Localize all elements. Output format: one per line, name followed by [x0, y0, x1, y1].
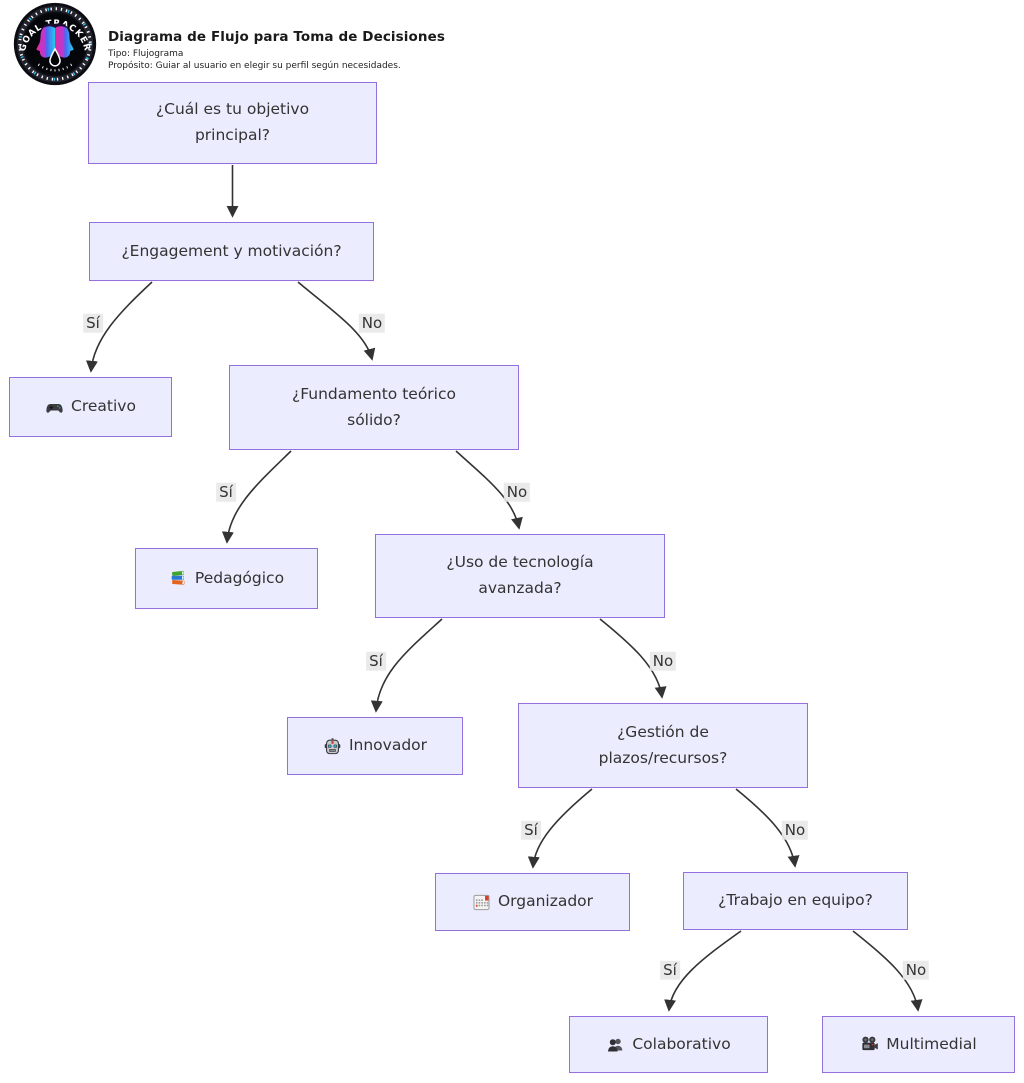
edge-label-no: No: [902, 960, 930, 980]
edge-q6-multimedial: [852, 930, 923, 1012]
edge-q3-pedagogico: [221, 450, 292, 544]
edge-label-si: Sí: [216, 482, 236, 502]
edge-label-no: No: [781, 820, 809, 840]
node-result-organizador: Organizador: [435, 873, 630, 931]
node-label: Pedagógico: [194, 568, 285, 587]
node-label: Organizador: [497, 892, 594, 911]
edge-q5-q6: [735, 788, 800, 868]
node-question-engagement: ¿Engagement y motivación?: [89, 222, 374, 281]
diagram-title: Diagrama de Flujo para Toma de Decisione…: [108, 29, 445, 45]
diagram-header: Diagrama de Flujo para Toma de Decisione…: [108, 29, 445, 71]
edge-label-si: Sí: [660, 960, 680, 980]
node-question-fundamento: ¿Fundamento teórico sólido?: [229, 365, 519, 450]
edge-q2-q3: [297, 281, 376, 361]
node-result-multimedial: Multimedial: [822, 1016, 1015, 1073]
node-label: ¿Uso de tecnología avanzada?: [446, 553, 594, 597]
node-label: Colaborativo: [632, 1034, 731, 1053]
node-result-colaborativo: Colaborativo: [569, 1016, 768, 1073]
node-label: ¿Gestión de plazos/recursos?: [598, 722, 728, 767]
edge-q6-colaborativo: [664, 930, 742, 1012]
edge-label-si: Sí: [521, 820, 541, 840]
diagram-purpose: Propósito: Guiar al usuario en elegir su…: [108, 61, 401, 71]
movie-camera-icon: [860, 1035, 879, 1054]
node-label: Creativo: [71, 397, 136, 416]
diagram-type: Tipo: Flujograma: [108, 49, 184, 59]
node-label: Innovador: [348, 736, 428, 755]
goal-tracker-logo: GOAL TRACKER: [13, 2, 97, 86]
robot-icon: [323, 737, 342, 756]
edge-label-no: No: [503, 482, 531, 502]
node-label: ¿Trabajo en equipo?: [718, 891, 873, 910]
node-label: ¿Fundamento teórico sólido?: [291, 384, 456, 429]
node-label: Multimedial: [886, 1034, 977, 1053]
goal-tracker-logo-icon: GOAL TRACKER: [13, 2, 97, 86]
edge-label-no: No: [358, 313, 386, 333]
edge-label-si: Sí: [83, 313, 103, 333]
edge-q2-creativo: [85, 281, 153, 373]
edge-q4-innovador: [370, 618, 443, 713]
node-result-creativo: Creativo: [9, 377, 172, 437]
calendar-icon: [472, 893, 491, 912]
edge-q4-q5: [599, 618, 667, 699]
edge-label-no: No: [649, 651, 677, 671]
node-question-equipo: ¿Trabajo en equipo?: [683, 872, 908, 930]
node-label: ¿Engagement y motivación?: [121, 241, 342, 260]
node-question-tecnologia: ¿Uso de tecnología avanzada?: [375, 534, 665, 618]
books-icon: [169, 569, 188, 588]
node-result-pedagogico: Pedagógico: [135, 548, 318, 609]
node-label: ¿Cuál es tu objetivo principal?: [155, 100, 310, 144]
gamepad-icon: [45, 398, 64, 417]
edge-label-si: Sí: [366, 651, 386, 671]
edge-q5-organizador: [527, 788, 593, 869]
node-result-innovador: Innovador: [287, 717, 463, 775]
edge-q3-q4: [455, 450, 523, 530]
node-question-gestion: ¿Gestión de plazos/recursos?: [518, 703, 808, 788]
node-question-objetivo: ¿Cuál es tu objetivo principal?: [88, 82, 377, 164]
people-icon: [606, 1035, 625, 1054]
